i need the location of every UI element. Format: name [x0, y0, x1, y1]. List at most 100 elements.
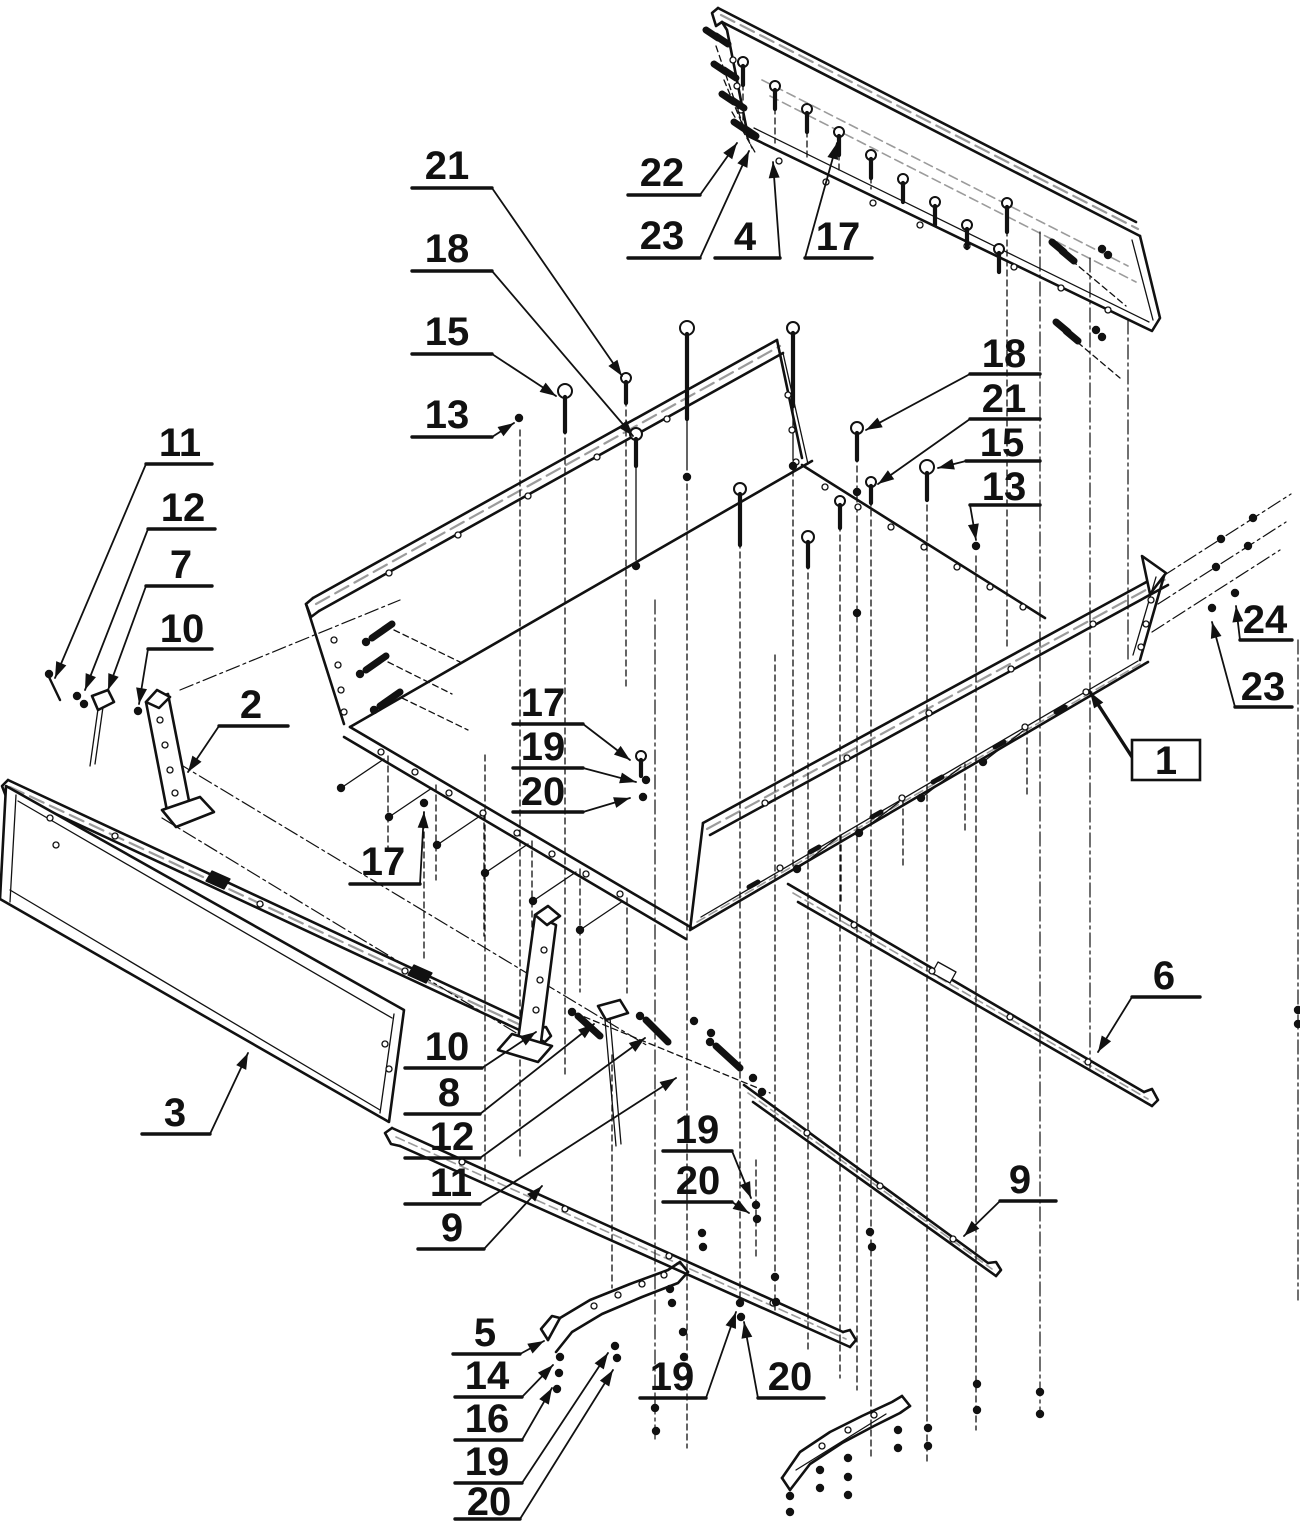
fastener-dot: [682, 472, 692, 482]
part-outline: [609, 1017, 622, 1145]
fastener-dot: [514, 413, 524, 423]
hole: [920, 543, 928, 551]
callout-arrow-17: [417, 812, 429, 829]
callout-arrow-10: [136, 687, 148, 704]
part-outline: [1140, 554, 1168, 596]
hem-centerline: [8, 785, 544, 1037]
fastener-dot: [635, 1011, 645, 1021]
fastener-dot: [748, 1073, 758, 1083]
hole: [454, 531, 462, 539]
hole: [925, 709, 933, 717]
fastener-dot: [843, 1453, 853, 1463]
callout-label-21: 21: [982, 377, 1027, 421]
fastener-dot: [815, 1483, 825, 1493]
fastener-dot: [698, 1242, 708, 1252]
part-outline: [533, 904, 562, 927]
callout-leader-3: [141, 1052, 249, 1135]
fastener-dot: [384, 812, 394, 822]
hole: [850, 921, 858, 929]
hole: [784, 391, 792, 399]
hidden-line: [574, 1012, 771, 1094]
callout-arrow-15: [938, 458, 955, 470]
callout-arrow-1: [1090, 692, 1104, 709]
hole: [561, 1205, 569, 1213]
fastener-dot: [752, 1214, 762, 1224]
hole: [916, 221, 924, 229]
fastener-dot: [770, 1272, 780, 1282]
hole: [638, 1280, 646, 1288]
bolt-icon: [720, 66, 740, 82]
callout-arrow-21: [608, 359, 622, 376]
callout-label-19: 19: [675, 1108, 720, 1152]
callout-arrow-22: [723, 143, 737, 160]
fastener-dot: [355, 669, 365, 679]
hole: [1082, 688, 1090, 696]
hole: [616, 890, 624, 898]
fastener-dot: [867, 1242, 877, 1252]
hem-centerline: [792, 892, 1149, 1100]
fastener-dot: [893, 1443, 903, 1453]
part-outline: [986, 1260, 1003, 1278]
hem-centerline: [314, 344, 782, 606]
hole: [1006, 1013, 1014, 1021]
fastener-axis: [388, 787, 433, 818]
hole: [536, 976, 544, 984]
fastener-dot: [978, 757, 988, 767]
fastener-dot: [1097, 332, 1107, 342]
hole: [869, 199, 877, 207]
callout-label-4: 4: [734, 215, 757, 259]
fastener-dot: [736, 1312, 746, 1322]
hole: [660, 1271, 668, 1279]
callout-label-20: 20: [768, 1355, 813, 1399]
fastener-dot: [735, 1298, 745, 1308]
callout-arrow-8: [578, 1024, 594, 1039]
hole: [334, 661, 342, 669]
callout-label-11: 11: [159, 421, 201, 465]
callout-arrow-16: [539, 1388, 552, 1405]
hole: [761, 799, 769, 807]
part-outline: [782, 352, 809, 465]
callout-label-21: 21: [425, 144, 470, 188]
part-outline: [304, 602, 346, 726]
fastener-dot: [678, 1327, 688, 1337]
callout-label-19: 19: [521, 725, 566, 769]
fastener-dot: [852, 608, 862, 618]
fastener-axis: [858, 801, 900, 834]
callout-label-23: 23: [640, 214, 685, 258]
callout-arrow-24: [1232, 606, 1244, 623]
fastener-dot: [679, 1352, 689, 1362]
callout-arrow-19: [739, 1181, 751, 1198]
hole: [663, 415, 671, 423]
fastener-dot: [865, 1227, 875, 1237]
callout-leader-6: [1097, 996, 1201, 1053]
hole: [593, 453, 601, 461]
fastener-dot: [1035, 1387, 1045, 1397]
hole: [582, 870, 590, 878]
part-outline: [604, 1019, 617, 1147]
part-outline: [348, 459, 814, 729]
callout-arrow-5: [527, 1341, 544, 1354]
part-outline: [678, 1260, 690, 1274]
callout-arrow-20: [613, 797, 630, 808]
callout-arrow-23: [737, 151, 749, 168]
fastener-dot: [1293, 1019, 1300, 1029]
fastener-axis: [436, 815, 481, 846]
hole: [844, 1426, 852, 1434]
callout-arrow-20: [732, 1199, 749, 1213]
rail-slot: [746, 879, 761, 890]
fastener-dot: [665, 1284, 675, 1294]
hole: [337, 686, 345, 694]
hole: [821, 483, 829, 491]
fastener-dot: [610, 1341, 620, 1351]
hole: [385, 569, 393, 577]
callout-arrow-15: [539, 382, 556, 396]
fastener-dot: [631, 561, 641, 571]
part-outline: [700, 660, 1139, 918]
fastener-axis: [982, 730, 1024, 763]
callout-leader-10: [138, 648, 213, 705]
part-outline: [9, 889, 381, 1111]
fastener-dot: [1035, 1409, 1045, 1419]
callout-arrow-13: [967, 523, 979, 540]
callout-arrow-9: [964, 1220, 980, 1236]
